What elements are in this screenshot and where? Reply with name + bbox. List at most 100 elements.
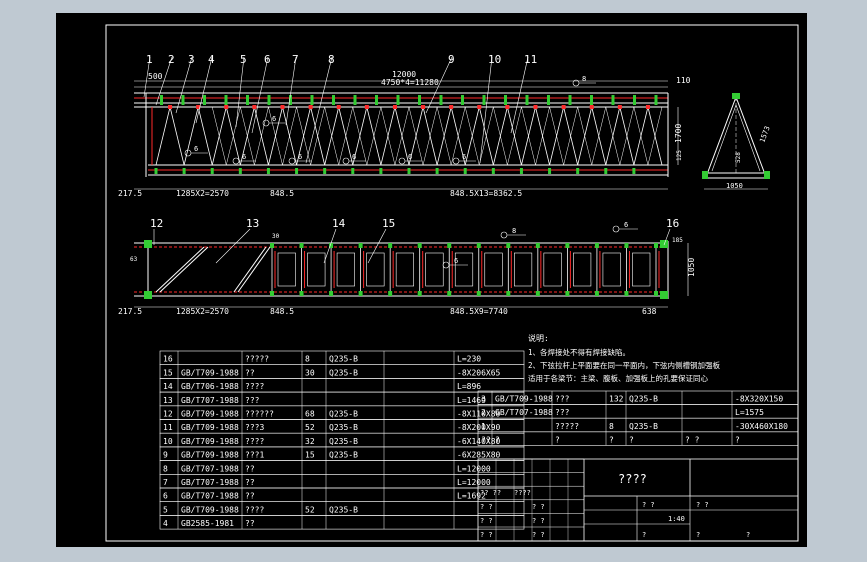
plan-weld-symbols: 866 (442, 221, 638, 269)
table-cell: 6 (163, 492, 168, 501)
gusset-bottom (548, 168, 552, 174)
title-block-cell: ? ? (532, 503, 545, 511)
table-cell: ?????? (245, 410, 274, 419)
title-block-cell: ? ? (696, 501, 709, 509)
top-chord-node (203, 95, 206, 105)
weld-size: 6 (352, 153, 356, 161)
plan-panel (602, 252, 621, 287)
table-cell: L=1469 (457, 396, 486, 405)
table-cell: ??? (555, 395, 570, 404)
web-secondary (394, 106, 410, 166)
title-block-cell: ? ? (480, 503, 493, 511)
table-cell: Q235-B (329, 423, 358, 432)
table-cell: ? ? (685, 435, 700, 444)
table-cell: 12 (163, 410, 173, 419)
table-cell: ? (609, 435, 614, 444)
weld-symbol (612, 225, 620, 233)
gusset-top (252, 105, 257, 109)
drawing-scale: 1:40 (668, 515, 685, 523)
title-block-cell: ?? ?? (480, 489, 501, 497)
weld-size: 8 (512, 227, 516, 235)
table-cell: Q235-B (629, 395, 658, 404)
table-cell: 8 (163, 464, 168, 473)
table-cell: -6X140X80 (457, 437, 501, 446)
title-block-cell: ? ? (532, 517, 545, 525)
plan-node (299, 291, 304, 296)
web-secondary (211, 106, 227, 166)
plan-node (329, 243, 334, 248)
leader-line (305, 56, 333, 164)
plan-node (270, 291, 274, 296)
item-number: 8 (328, 53, 335, 66)
plan-node (476, 291, 481, 296)
table-cell: ?? (245, 519, 255, 528)
plan-node (476, 243, 481, 248)
leader-line (215, 228, 251, 264)
gusset-top (449, 105, 454, 109)
web-secondary (422, 106, 438, 166)
table-cell: Q235-B (629, 422, 658, 431)
gusset-top (421, 105, 426, 109)
plan-dim-right-panels: 848.5X9=7740 (450, 307, 508, 316)
gusset-bottom (491, 168, 495, 174)
item-number: 11 (524, 53, 537, 66)
title-block-cell: ? ? (642, 501, 655, 509)
table-cell: ???3 (245, 423, 264, 432)
gusset-top (308, 105, 313, 109)
plan-panel (425, 252, 444, 287)
plan-item-leaders (153, 228, 671, 264)
table-cell: Q235-B (329, 505, 358, 514)
gusset-bottom (266, 168, 270, 174)
table-cell: 13 (163, 396, 173, 405)
web-secondary (577, 106, 592, 166)
plan-node (535, 243, 540, 248)
plan-node (329, 291, 334, 296)
table-cell: GB/T707-1988 (495, 408, 553, 417)
web-secondary (479, 106, 494, 166)
weld-symbol (232, 157, 240, 165)
plan-dim-right-small: 185 (672, 237, 683, 244)
section-dim-height: 1573 (758, 125, 771, 144)
top-chord-node (289, 95, 292, 105)
top-chord-node (590, 95, 593, 105)
table-cell: 8 (305, 355, 310, 364)
plan-node (565, 243, 570, 248)
web-secondary (633, 106, 649, 166)
truss-gusset-nodes (154, 95, 658, 174)
gusset-bottom (407, 168, 411, 174)
item-number: 15 (382, 217, 395, 230)
web-secondary (282, 106, 297, 166)
table-cell: L=1575 (735, 408, 764, 417)
web-secondary (521, 106, 536, 166)
top-chord-node (547, 95, 550, 105)
gusset-top (196, 105, 201, 109)
web-diagonal (155, 106, 171, 166)
gusset-bottom (435, 168, 439, 174)
table-cell: -30X460X180 (735, 422, 788, 431)
top-chord-node (224, 95, 228, 105)
top-chord-node (375, 95, 378, 105)
gusset-bottom (632, 168, 636, 174)
dim-right-panels: 848.5X13=8362.5 (450, 189, 522, 198)
table-cell: ?? (245, 478, 255, 487)
top-chord-node (611, 95, 615, 105)
gusset-bottom (463, 168, 467, 174)
web-secondary (619, 106, 635, 166)
plan-node (388, 291, 393, 296)
item-leaders (143, 56, 529, 164)
table-cell: 9 (163, 451, 168, 460)
table-cell: ???1 (245, 451, 264, 460)
top-chord-node (396, 95, 400, 105)
table-cell: GB/T709-1988 (181, 410, 239, 419)
gusset-top (561, 105, 566, 109)
gusset-top (280, 105, 285, 109)
gusset-top (168, 105, 173, 109)
top-chord-node (246, 95, 249, 105)
table-cell: ?? (245, 464, 255, 473)
table-cell: ? (629, 435, 634, 444)
